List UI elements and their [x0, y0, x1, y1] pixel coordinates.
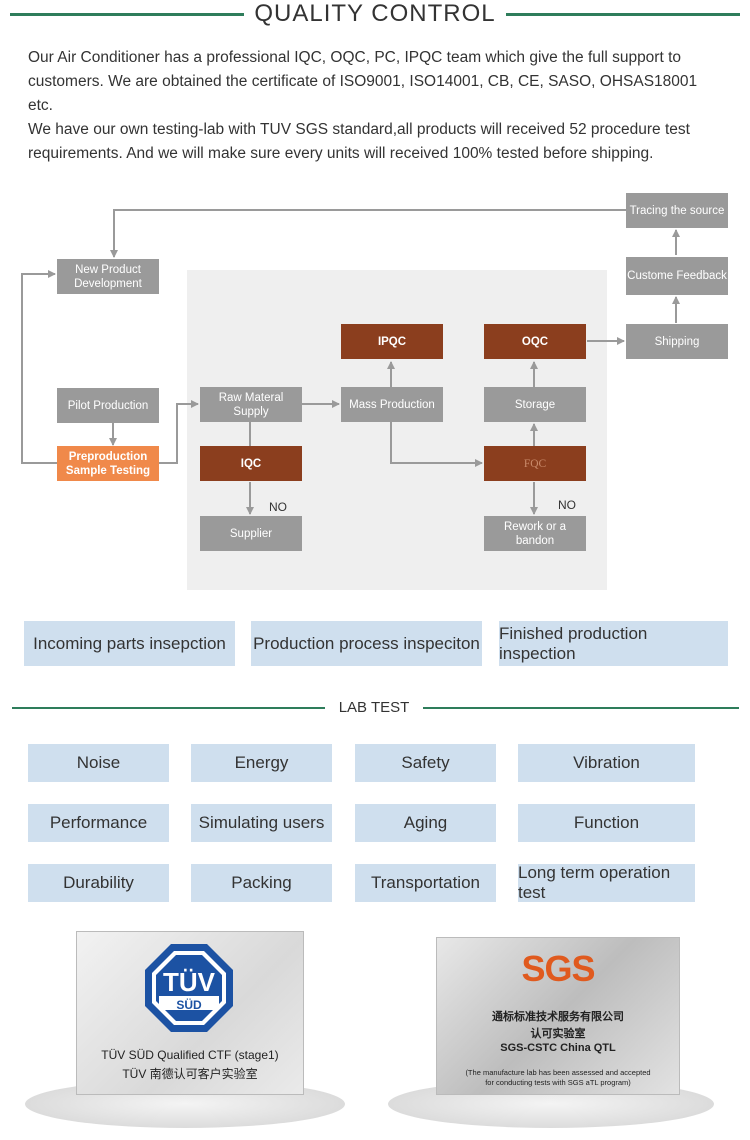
customer-feedback-box: Custome Feedback — [626, 257, 728, 295]
pilot-production-box: Pilot Production — [57, 388, 159, 423]
lab-item: Noise — [28, 744, 169, 782]
intro-line: etc. — [28, 97, 53, 114]
intro-line: requirements. And we will make sure ever… — [28, 145, 654, 162]
no-label-fqc: NO — [558, 498, 576, 512]
incoming-inspection-tile: Incoming parts insepction — [24, 621, 235, 666]
page-title: QUALITY CONTROL — [0, 0, 750, 28]
intro-line: customers. We are obtained the certifica… — [28, 73, 698, 90]
raw-material-box: Raw Materal Supply — [200, 387, 302, 422]
lab-item: Performance — [28, 804, 169, 842]
tuv-line1: TÜV SÜD Qualified CTF (stage1) — [101, 1048, 279, 1062]
lab-item: Packing — [191, 864, 332, 902]
lab-item: Simulating users — [191, 804, 332, 842]
tuv-plaque: TÜV SÜD TÜV SÜD Qualified CTF (stage1) T… — [76, 931, 304, 1095]
lab-rule-right — [423, 707, 739, 709]
tracing-source-box: Tracing the source — [626, 193, 728, 228]
ipqc-box: IPQC — [341, 324, 443, 359]
lab-item: Durability — [28, 864, 169, 902]
lab-item: Safety — [355, 744, 496, 782]
sgs-logo: SGS — [521, 948, 595, 989]
sgs-note1: (The manufacture lab has been assessed a… — [465, 1068, 651, 1077]
iqc-box: IQC — [200, 446, 302, 481]
intro-text: Our Air Conditioner has a professional I… — [28, 46, 728, 166]
oqc-box: OQC — [484, 324, 586, 359]
arrow-tracing-to-new-product — [110, 209, 626, 258]
tuv-logo-top: TÜV — [163, 967, 215, 997]
lab-item: Long term operation test — [518, 863, 695, 902]
sgs-plaque: SGS 通标标准技术服务有限公司 认可实验室 SGS-CSTC China QT… — [436, 937, 680, 1095]
process-inspection-tile: Production process inspeciton — [251, 621, 482, 666]
mass-production-box: Mass Production — [341, 387, 443, 422]
arrow-mass-to-fqc — [390, 422, 483, 467]
header-rule-right — [496, 13, 740, 16]
tuv-logo-icon — [145, 944, 233, 1032]
finished-inspection-tile: Finished production inspection — [499, 621, 728, 666]
tuv-line2: TÜV 南德认可客户实验室 — [122, 1067, 258, 1081]
shipping-box: Shipping — [626, 324, 728, 359]
lab-test-title: LAB TEST — [338, 699, 410, 716]
sgs-line1: 通标标准技术服务有限公司 — [492, 1011, 624, 1023]
supplier-box: Supplier — [200, 516, 302, 551]
lab-item: Vibration — [518, 744, 695, 782]
storage-box: Storage — [484, 387, 586, 422]
new-product-box: New Product Development — [57, 259, 159, 294]
sgs-line3: SGS-CSTC China QTL — [500, 1042, 616, 1054]
intro-line: Our Air Conditioner has a professional I… — [28, 49, 682, 66]
lab-rule-left — [12, 707, 325, 709]
header-rule-left — [10, 13, 260, 16]
lab-item: Transportation — [355, 864, 496, 902]
lab-item: Energy — [191, 744, 332, 782]
sgs-line2: 认可实验室 — [530, 1028, 586, 1040]
arrow-loop-to-new-product — [21, 270, 57, 464]
lab-item: Aging — [355, 804, 496, 842]
rework-box: Rework or a bandon — [484, 516, 586, 551]
lab-item: Function — [518, 804, 695, 842]
no-label-iqc: NO — [269, 500, 287, 514]
tuv-logo-bottom: SÜD — [176, 998, 202, 1012]
flow-connectors — [21, 209, 680, 515]
sgs-note2: for conducting tests with SGS aTL progra… — [485, 1078, 631, 1087]
fqc-box: FQC — [484, 446, 586, 481]
arrow-preproduction-to-raw — [158, 400, 199, 464]
intro-line: We have our own testing-lab with TUV SGS… — [28, 121, 690, 138]
preproduction-box: Preproduction Sample Testing — [57, 446, 159, 481]
